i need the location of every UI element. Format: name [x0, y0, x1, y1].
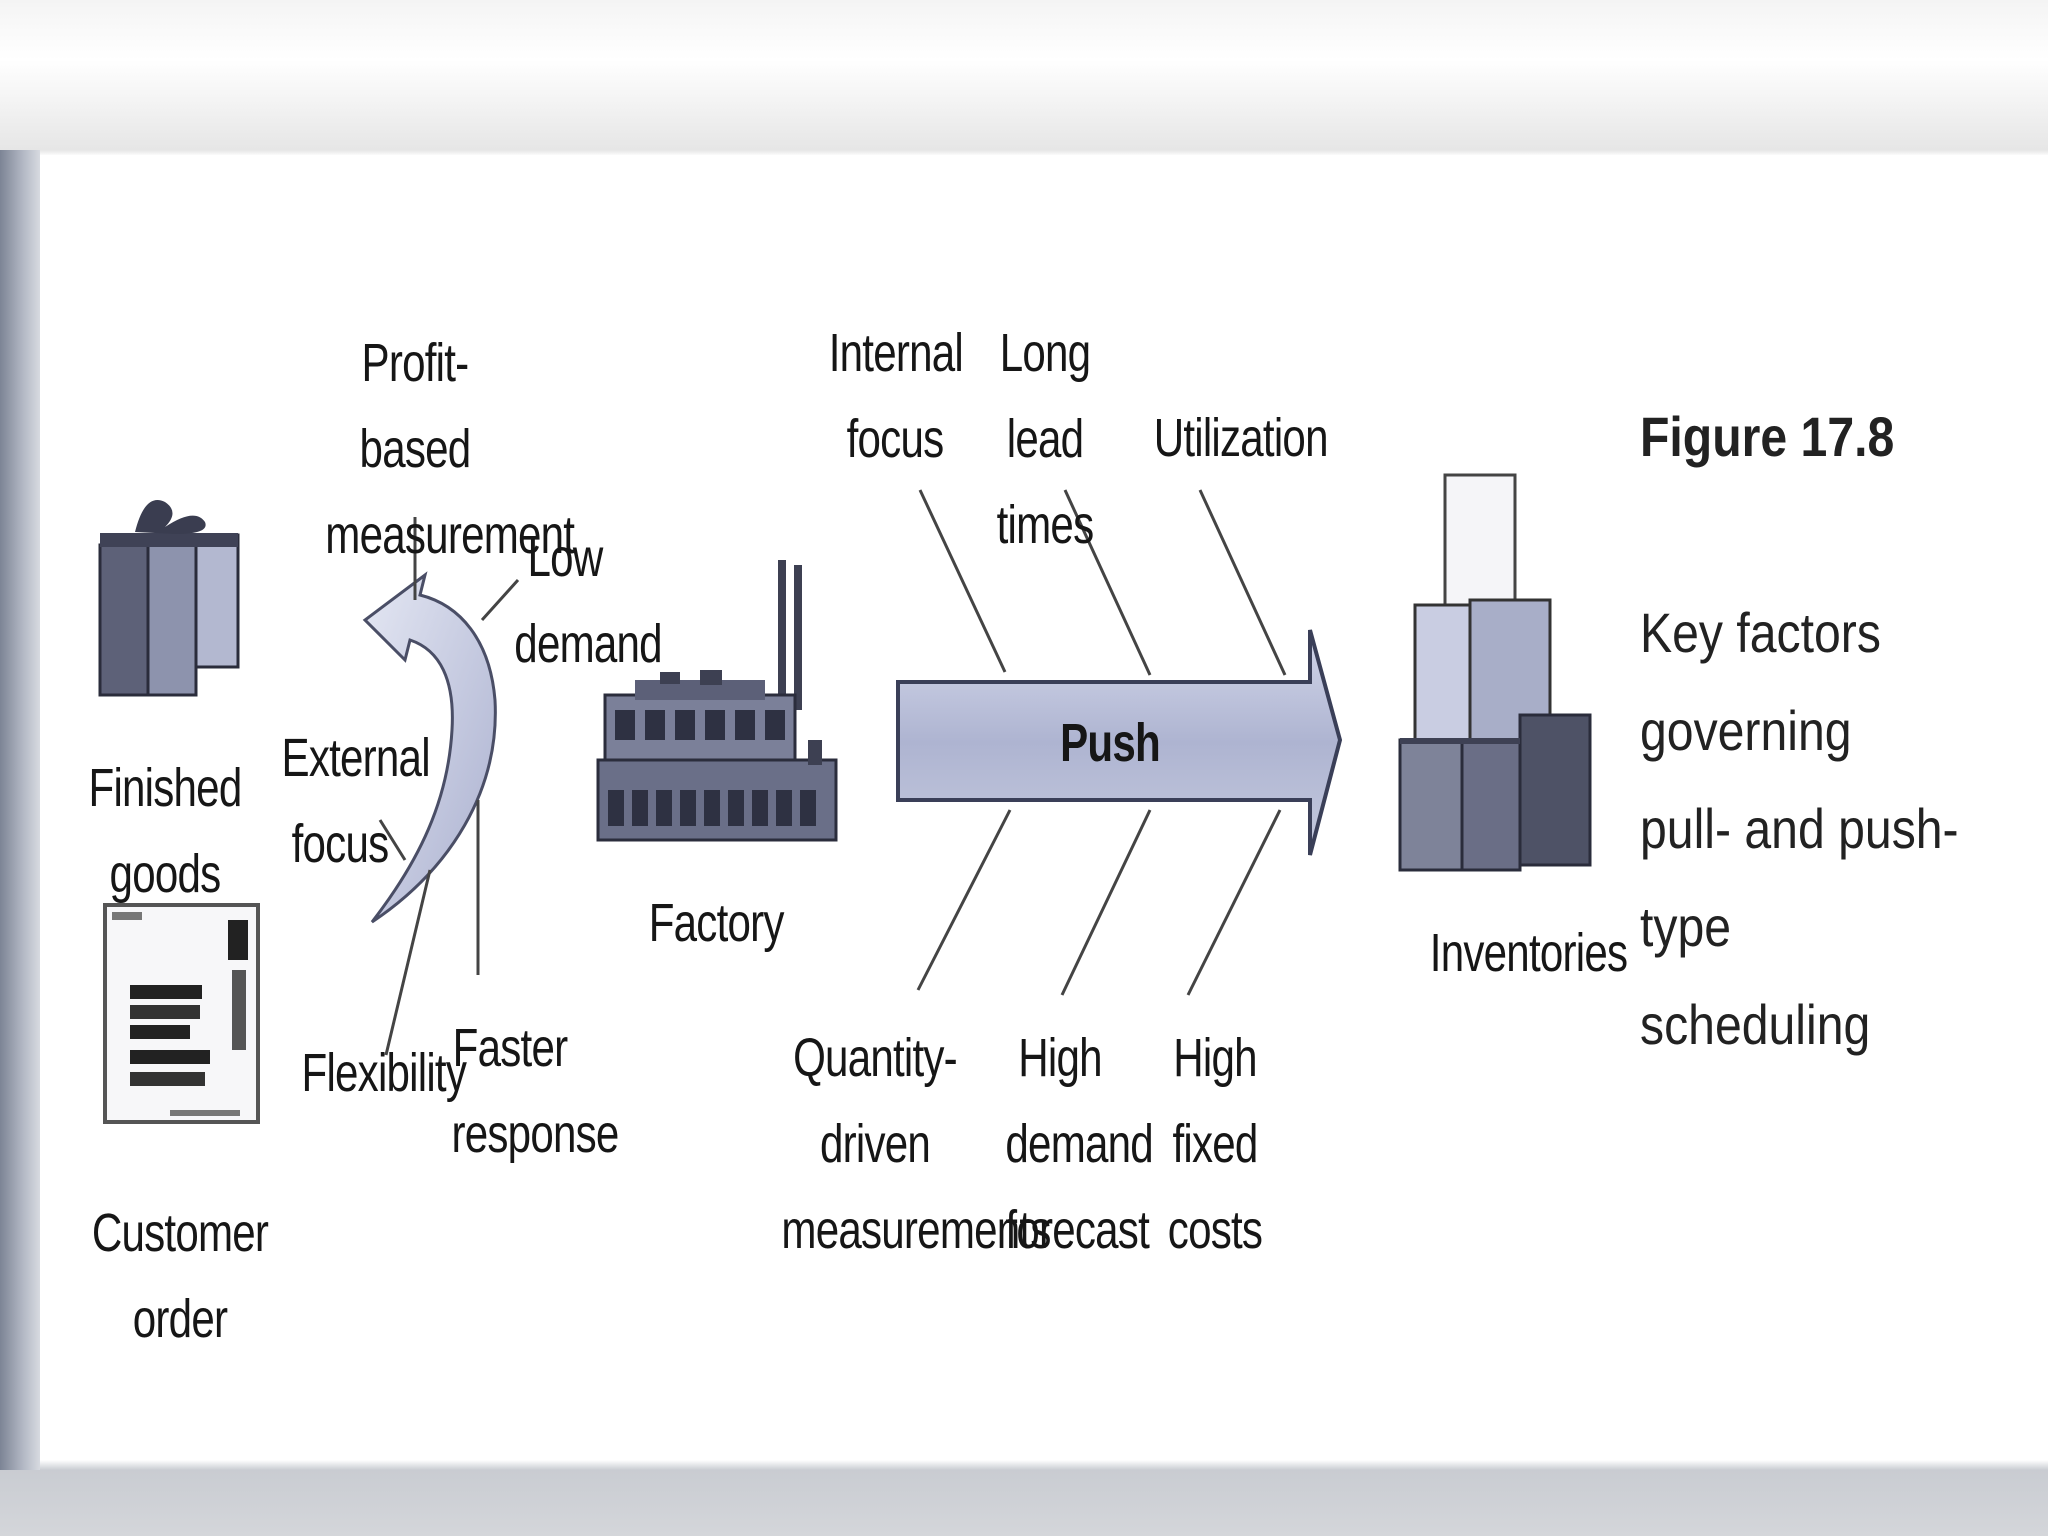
figure-caption: Figure 17.8 Key factors governing pull- …	[1640, 290, 1984, 1074]
factory-icon	[596, 560, 838, 842]
pull-factor-external-focus: External focus	[281, 728, 431, 874]
factory-label: Factory	[648, 893, 785, 953]
customer-order-icon	[103, 903, 260, 1124]
finished-goods-label: Finished goods	[88, 758, 243, 904]
slide-canvas	[40, 155, 2048, 1460]
finished-goods-icon	[98, 500, 240, 697]
push-factor-long-lead-times: Long lead times	[996, 323, 1095, 555]
push-factor-lines	[916, 489, 1287, 996]
inventories-label: Inventories	[1429, 923, 1628, 983]
pull-factor-faster-response: Faster response	[451, 1018, 620, 1164]
push-factor-high-fixed-costs: High fixed costs	[1167, 1028, 1263, 1260]
pull-factor-low-demand: Low demand	[514, 528, 662, 674]
push-factor-internal-focus: Internal focus	[828, 323, 964, 469]
push-factor-quantity-driven: Quantity-driven measurements	[781, 1028, 1051, 1260]
slide-left-edge	[0, 150, 40, 1470]
push-arrow	[896, 629, 1343, 856]
figure-number: Figure 17.8	[1640, 405, 1895, 468]
push-factor-high-demand-forecast: High demand forecast	[1005, 1028, 1153, 1260]
inventories-icon	[1398, 473, 1592, 872]
customer-order-label: Customer order	[91, 1203, 269, 1349]
push-label: Push	[1060, 713, 1161, 773]
figure-title: Key factors governing pull- and push-typ…	[1640, 601, 1959, 1056]
pull-factor-lines	[378, 517, 520, 1056]
pull-factor-flexibility: Flexibility	[301, 1043, 467, 1103]
pull-factor-profit-based: Profit-based measurement	[325, 333, 575, 565]
push-factor-utilization: Utilization	[1153, 408, 1329, 468]
